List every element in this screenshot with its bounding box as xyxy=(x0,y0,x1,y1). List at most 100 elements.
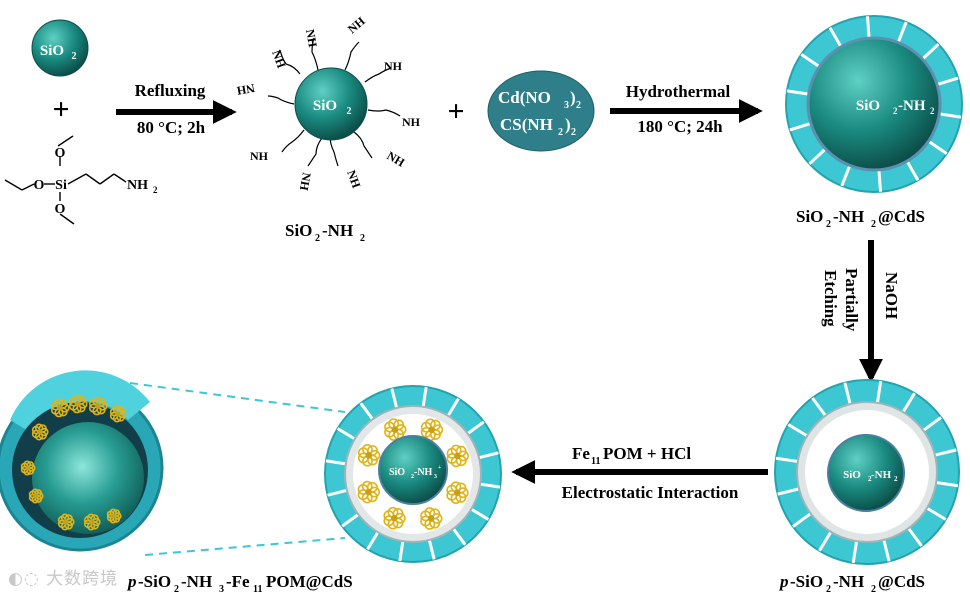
svg-text:CS(NH: CS(NH xyxy=(500,115,553,134)
step1-condition-top: Refluxing xyxy=(135,81,206,100)
shell-spoke xyxy=(327,488,348,497)
svg-text:11: 11 xyxy=(591,456,600,467)
product3-label: p -SiO 2 -NH 2 @CdS xyxy=(778,572,925,595)
sio2-sphere: SiO 2 xyxy=(31,19,89,77)
shell-spoke xyxy=(927,139,948,155)
svg-text:p: p xyxy=(778,572,789,591)
svg-text:SiO: SiO xyxy=(389,467,405,478)
shell-spoke xyxy=(480,482,501,489)
svg-text:2: 2 xyxy=(360,233,365,244)
shell-spoke xyxy=(818,531,833,552)
pom-cluster xyxy=(106,508,122,524)
shell-spoke xyxy=(811,397,827,417)
aptes-o-top: O xyxy=(55,146,66,161)
svg-text:NH: NH xyxy=(303,28,320,49)
shell-spoke xyxy=(905,160,920,181)
svg-text:2: 2 xyxy=(826,219,831,230)
plus-sign-2: + xyxy=(447,95,464,128)
svg-text:SiO: SiO xyxy=(843,469,861,481)
svg-text:p: p xyxy=(126,572,137,591)
svg-text:NH: NH xyxy=(235,81,256,98)
svg-text:SiO: SiO xyxy=(285,221,312,240)
svg-text:2: 2 xyxy=(558,127,563,138)
svg-text:2: 2 xyxy=(315,233,320,244)
shell-spoke xyxy=(926,506,947,521)
pom-cluster xyxy=(88,396,108,416)
svg-text:NH: NH xyxy=(402,115,421,129)
pom-cluster xyxy=(68,394,88,414)
svg-text:-NH: -NH xyxy=(322,221,353,240)
shell-spoke xyxy=(786,89,809,96)
svg-text:-SiO: -SiO xyxy=(138,572,171,591)
shell-spoke xyxy=(840,164,852,187)
callout-line-top xyxy=(129,382,346,413)
svg-text:NH: NH xyxy=(269,48,289,70)
shell-spoke xyxy=(789,121,812,132)
shell-spoke xyxy=(336,427,356,441)
svg-text:2: 2 xyxy=(571,127,576,138)
svg-text:NH: NH xyxy=(344,168,364,190)
svg-text:SiO: SiO xyxy=(796,207,823,226)
svg-text:2: 2 xyxy=(893,106,898,116)
shell-spoke xyxy=(808,147,827,165)
step2-condition-top: Hydrothermal xyxy=(626,82,731,101)
pom-cluster xyxy=(383,506,406,530)
step3-condition: NaOH Partially Etching xyxy=(821,268,901,332)
svg-text:NH: NH xyxy=(384,59,403,73)
svg-text:2: 2 xyxy=(576,100,581,111)
svg-text:3: 3 xyxy=(219,584,224,595)
sio2-nh2-particle: SiO 2 NH NH NH NH NH NH NH NH NH NH xyxy=(235,14,421,193)
shell-spoke xyxy=(325,459,346,466)
shell-spoke xyxy=(843,382,852,405)
shell-spoke xyxy=(921,43,940,61)
svg-text:-SiO: -SiO xyxy=(790,572,823,591)
pom-cluster xyxy=(28,488,44,504)
svg-text:2: 2 xyxy=(871,584,876,595)
svg-text:POM@CdS: POM@CdS xyxy=(266,572,353,591)
svg-text:2: 2 xyxy=(871,219,876,230)
callout-line-bottom xyxy=(144,537,346,556)
svg-text:Cd(NO: Cd(NO xyxy=(498,88,551,107)
shell-spoke xyxy=(478,451,499,460)
shell-spoke xyxy=(828,27,843,48)
svg-text:Etching: Etching xyxy=(821,270,840,327)
svg-text:SiO: SiO xyxy=(856,98,880,114)
svg-text:2: 2 xyxy=(930,106,935,116)
pom-cluster xyxy=(57,513,75,531)
watermark: ◐◌ 大数跨境 xyxy=(8,569,119,589)
svg-text:NH: NH xyxy=(250,149,269,163)
svg-text:POM + HCl: POM + HCl xyxy=(603,444,691,463)
shell-spoke xyxy=(896,21,908,44)
shell-spoke xyxy=(398,541,405,562)
svg-text:@CdS: @CdS xyxy=(878,207,925,226)
shell-spoke xyxy=(792,512,812,528)
step4-condition-top: Fe 11 POM + HCl xyxy=(572,444,691,467)
svg-text:Partially: Partially xyxy=(842,268,861,332)
svg-text:-NH: -NH xyxy=(414,467,433,478)
shell-spoke xyxy=(427,539,436,560)
pom-cluster xyxy=(420,418,444,442)
p-sio2-nh2-cds-particle: SiO 2 -NH 2 xyxy=(774,379,960,565)
shell-spoke xyxy=(446,397,460,417)
shell-spoke xyxy=(935,480,959,488)
shell-spoke xyxy=(865,16,871,39)
svg-text:2: 2 xyxy=(174,584,179,595)
pom-cluster xyxy=(446,481,469,505)
svg-text:2: 2 xyxy=(868,475,872,483)
pom-cluster xyxy=(83,513,101,531)
svg-text:-NH: -NH xyxy=(833,207,864,226)
svg-text:-NH: -NH xyxy=(833,572,864,591)
svg-text:2: 2 xyxy=(411,474,414,480)
aptes-amine: NH 2 xyxy=(127,178,158,195)
pom-cluster xyxy=(50,398,70,418)
svg-text:3: 3 xyxy=(434,474,437,480)
shell-spoke xyxy=(875,380,883,404)
shell-spoke xyxy=(452,527,467,546)
svg-text:+: + xyxy=(438,465,442,471)
svg-text:NH: NH xyxy=(297,171,314,192)
shell-spoke xyxy=(777,487,800,496)
shell-spoke xyxy=(421,386,428,407)
cutaway-sphere xyxy=(0,370,164,552)
svg-text:): ) xyxy=(565,115,571,134)
aptes-molecule xyxy=(4,135,127,225)
